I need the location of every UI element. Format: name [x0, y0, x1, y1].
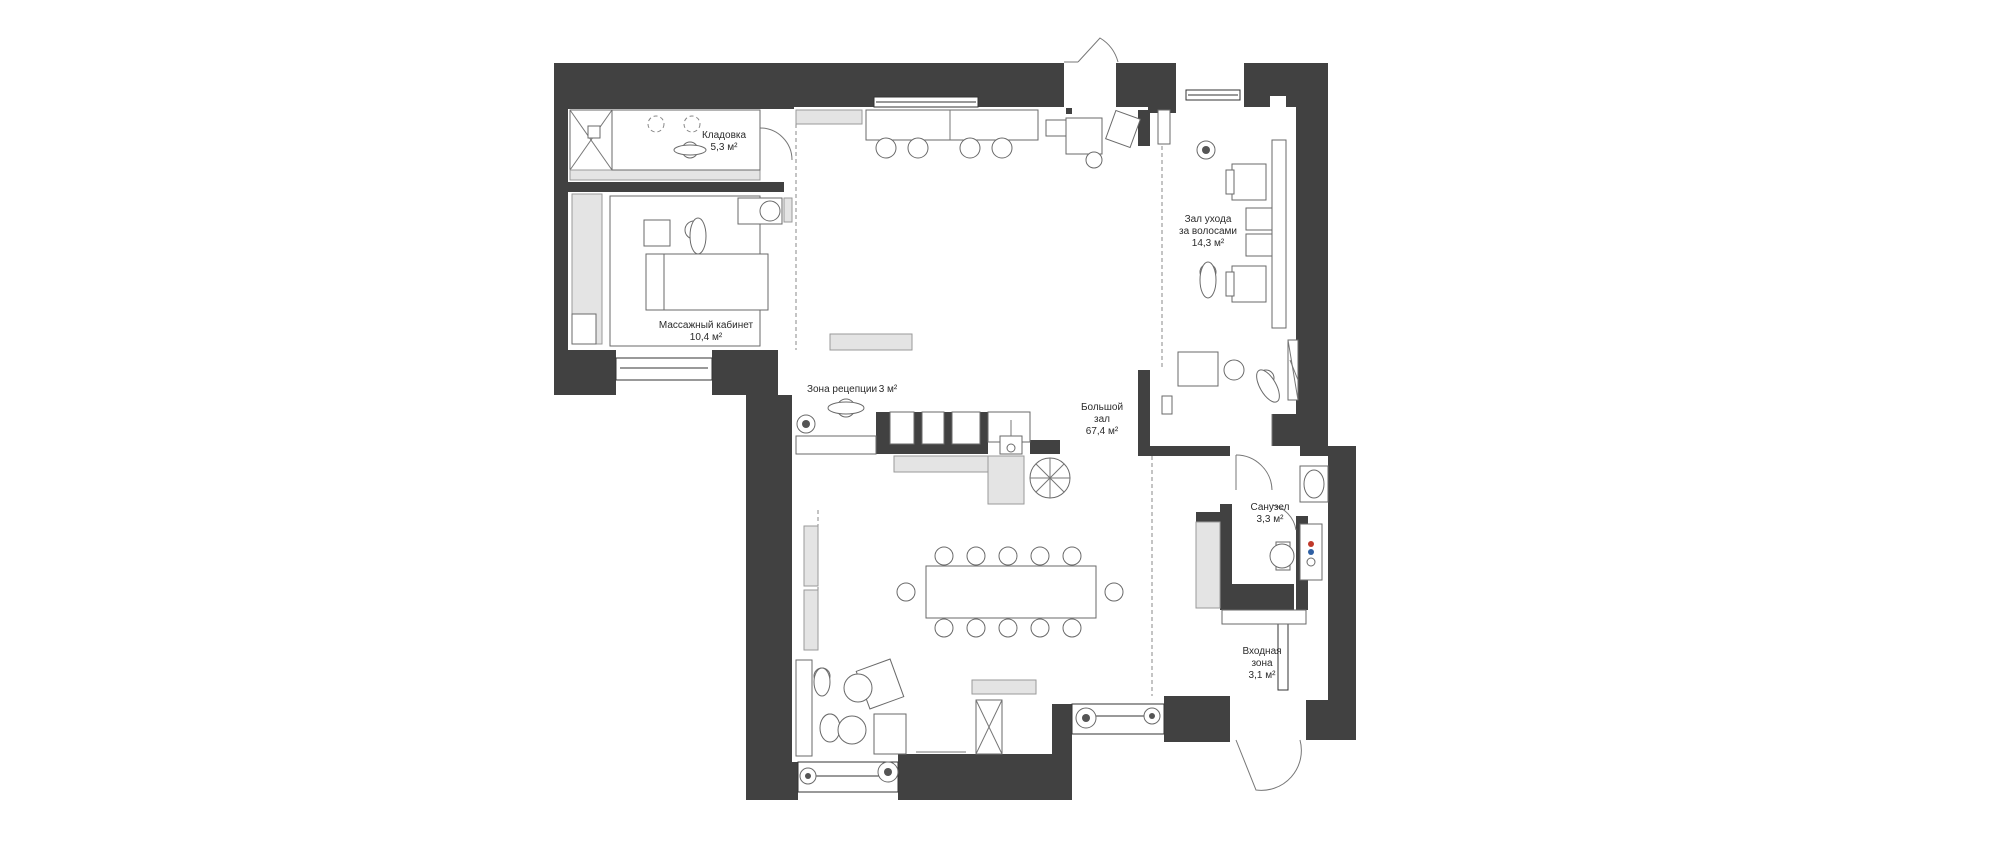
styling-chair-icon — [1225, 265, 1267, 303]
door-swing-icon — [1271, 504, 1297, 531]
chair-icon — [998, 618, 1018, 638]
room-area-wc: 3,3 м² — [1257, 514, 1285, 525]
chair-icon — [998, 546, 1018, 566]
person-icon — [684, 217, 707, 255]
walls — [554, 63, 1356, 800]
room-area-massage: 10,4 м² — [690, 332, 723, 343]
massage-room — [571, 193, 793, 347]
hall-lounge — [795, 658, 1161, 785]
room-name-storage: Кладовка — [702, 130, 747, 141]
door-swing-icon — [1064, 37, 1119, 63]
doors — [759, 37, 1302, 791]
room-labels: Кладовка 5,3 м² Массажный кабинет 10,4 м… — [659, 130, 1290, 681]
plant-icon — [799, 767, 817, 785]
room-name-entry-line-1: Входная — [1242, 646, 1281, 657]
chair-icon — [896, 582, 916, 602]
hair-salon — [1157, 109, 1299, 446]
styling-chair-icon — [1177, 351, 1245, 387]
room-area-hall: 67,4 м² — [1086, 426, 1119, 437]
person-icon — [827, 398, 865, 418]
storage-room — [569, 109, 761, 181]
sink-icon — [737, 197, 783, 225]
hall-dining — [803, 525, 1124, 651]
room-name-hair-line-1: Зал ухода — [1185, 214, 1232, 225]
room-area-storage: 5,3 м² — [711, 142, 739, 153]
door-swing-icon — [1235, 739, 1302, 791]
room-area-entry: 3,1 м² — [1249, 670, 1277, 681]
room-area-hair: 14,3 м² — [1192, 238, 1225, 249]
person-icon — [673, 141, 707, 159]
person-icon — [813, 667, 831, 697]
room-name-hall-line-1: Большой — [1081, 402, 1123, 413]
chair-icon — [1030, 618, 1050, 638]
person-icon — [1256, 369, 1280, 403]
chair-icon — [907, 137, 929, 159]
chair-icon — [959, 137, 981, 159]
styling-chair-icon — [999, 420, 1023, 455]
room-name-entry-line-2: зона — [1251, 658, 1273, 669]
door-swing-icon — [1235, 454, 1273, 491]
chair-icon — [966, 546, 986, 566]
massage-table-icon — [645, 253, 769, 311]
door-swing-icon — [759, 127, 793, 161]
chair-icon — [934, 618, 954, 638]
chair-icon — [991, 137, 1013, 159]
room-name-reception: Зона рецепции — [807, 384, 877, 395]
plant-icon — [1029, 457, 1071, 499]
styling-chair-icon — [1225, 163, 1267, 201]
room-name-massage: Массажный кабинет — [659, 319, 754, 331]
person-icon — [819, 713, 841, 743]
hall-top-furniture — [795, 109, 1141, 169]
plant-icon — [1075, 707, 1097, 729]
window-icon — [615, 357, 713, 381]
sink-icon — [1299, 465, 1329, 503]
table-icon — [925, 565, 1097, 619]
chair-icon — [1104, 582, 1124, 602]
reception-zone — [795, 333, 1071, 505]
room-name-hall-line-2: зал — [1094, 414, 1110, 425]
chair-icon — [966, 618, 986, 638]
room-area-reception: 3 м² — [879, 384, 898, 395]
person-icon — [1199, 261, 1217, 299]
wc-room — [1195, 465, 1329, 625]
room-name-wc: Санузел — [1251, 502, 1290, 513]
plant-icon — [1196, 140, 1216, 160]
window-icon — [1185, 89, 1241, 101]
chair-icon — [934, 546, 954, 566]
plant-icon — [1143, 707, 1161, 725]
chair-icon — [875, 137, 897, 159]
plant-icon — [877, 761, 899, 783]
plant-icon — [796, 414, 816, 434]
window-icon — [873, 96, 979, 108]
chair-icon — [1062, 618, 1082, 638]
toilet-icon — [1269, 541, 1295, 571]
chair-icon — [1062, 546, 1082, 566]
person-icon — [1085, 151, 1103, 169]
chair-icon — [1030, 546, 1050, 566]
room-name-hair-line-2: за волосами — [1179, 226, 1237, 237]
